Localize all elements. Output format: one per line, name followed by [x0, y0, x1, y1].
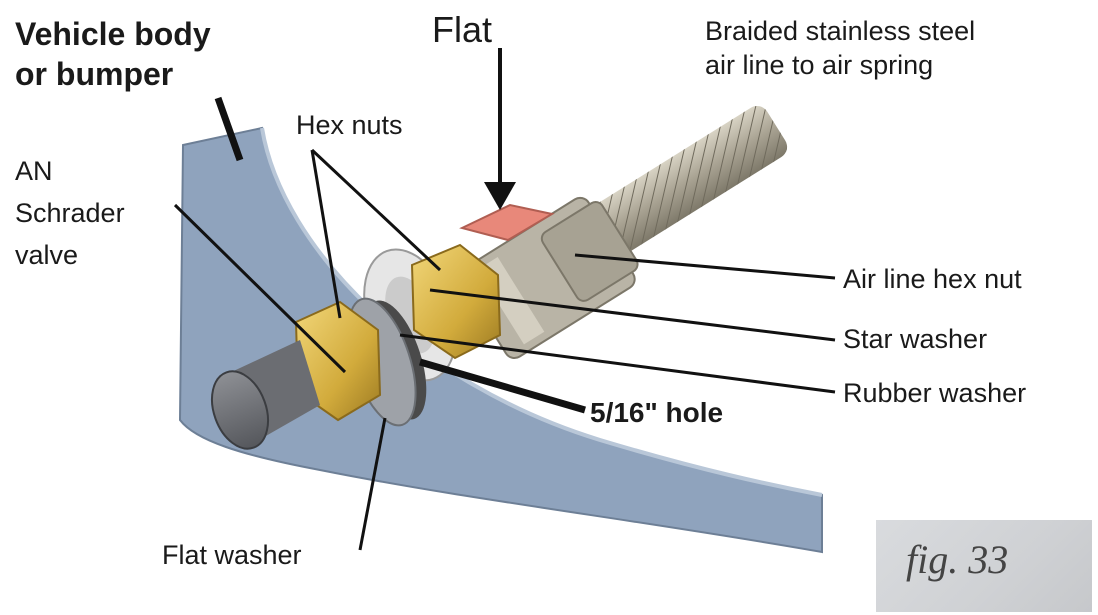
label-flat-washer: Flat washer [162, 540, 302, 570]
label-flat: Flat [432, 9, 493, 50]
label-rubber-washer: Rubber washer [843, 378, 1027, 408]
figure-caption-box: fig. 33 [876, 520, 1092, 612]
leader-flat-washer [358, 417, 387, 551]
leader-hole [419, 358, 586, 414]
label-schrader-valve: AN Schrader valve [15, 150, 125, 276]
label-an-line2: Schrader [15, 198, 125, 228]
label-braided-hose: Braided stainless steel air line to air … [705, 14, 975, 82]
label-vehicle-body: Vehicle body or bumper [15, 14, 211, 94]
figure-caption: fig. 33 [906, 537, 1009, 582]
schrader-valve [210, 340, 320, 450]
hex-nut-rear [410, 243, 502, 360]
leader-hex-nut-rear [310, 148, 442, 272]
flat-arrowhead [484, 182, 516, 210]
leader-star-washer [429, 288, 836, 342]
label-vehicle-body-line1: Vehicle body [15, 16, 211, 52]
leader-lines [173, 48, 836, 551]
label-hole: 5/16" hole [590, 397, 724, 428]
leader-air-line-hex-nut [574, 253, 836, 280]
label-braided-line1: Braided stainless steel [705, 16, 976, 46]
leader-rubber-washer [399, 333, 836, 394]
flat-marker [459, 203, 555, 242]
leader-schrader [173, 203, 347, 374]
leader-hex-nut-front [310, 149, 342, 319]
label-hex-nuts: Hex nuts [296, 110, 403, 140]
label-star-washer: Star washer [843, 324, 988, 354]
label-an-line1: AN [15, 156, 53, 186]
label-air-line-hex-nut: Air line hex nut [843, 264, 1022, 294]
panel-edge-highlight [260, 127, 823, 497]
label-an-line3: valve [15, 240, 79, 270]
label-vehicle-body-line2: or bumper [15, 56, 174, 92]
leader-vehicle-body [214, 96, 244, 162]
label-braided-line2: air line to air spring [705, 50, 934, 80]
